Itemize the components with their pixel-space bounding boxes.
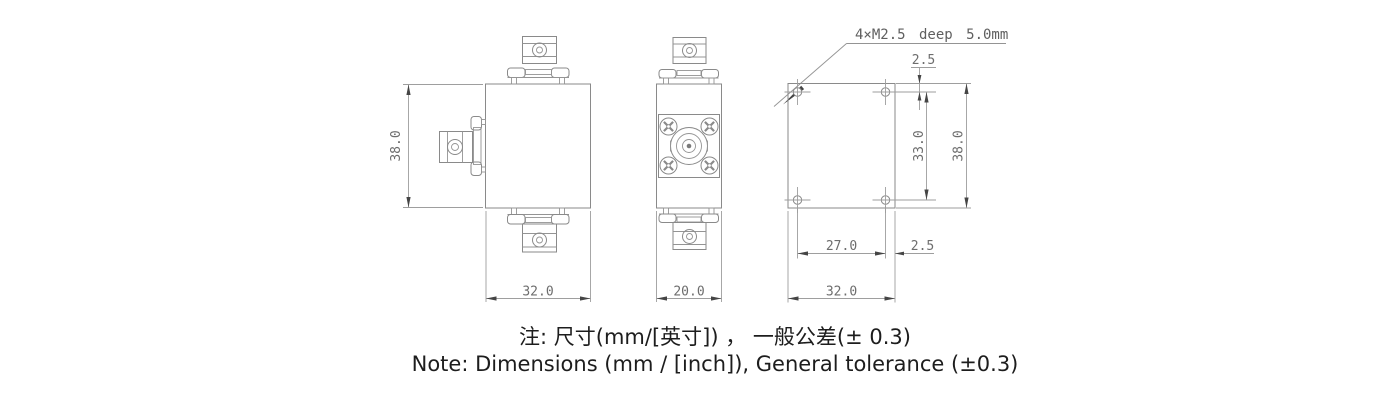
connector-face — [670, 127, 708, 165]
note-line-zh: 注: 尺寸(mm/[英寸]) ， 一般公差(± 0.3) — [519, 325, 911, 349]
side-bottom-connector — [658, 207, 719, 250]
hole-offset-right-dimension: 2.5 — [894, 211, 934, 259]
side-width-dimension: 20.0 — [656, 211, 722, 302]
note-line-en: Note: Dimensions (mm / [inch]), General … — [411, 352, 1019, 376]
front-height-dimension: 38.0 — [389, 84, 483, 208]
front-body — [485, 83, 591, 209]
hole-pitch-vertical-dimension: 33.0 — [891, 92, 936, 201]
flange-screw — [659, 117, 678, 136]
front-view: 38.0 32.0 — [389, 36, 591, 302]
front-width-label: 32.0 — [522, 285, 553, 300]
side-body — [656, 83, 722, 209]
flange-plate — [658, 114, 720, 178]
bottom-width-label: 32.0 — [826, 285, 857, 300]
side-top-connector — [658, 37, 719, 85]
hole-offset-right-label: 2.5 — [911, 239, 934, 254]
front-left-connector — [439, 116, 486, 176]
side-width-label: 20.0 — [673, 285, 704, 300]
tolerance-notes: 注: 尺寸(mm/[英寸]) ， 一般公差(± 0.3) Note: Dimen… — [315, 324, 1115, 378]
leader-line — [773, 43, 847, 107]
bottom-height-label: 38.0 — [952, 130, 967, 161]
flange-screw — [659, 156, 678, 175]
hole-pitch-horizontal-label: 27.0 — [826, 239, 857, 254]
coupling-nut — [532, 42, 547, 58]
flange-screw — [700, 156, 719, 175]
coupling-nut — [447, 139, 463, 155]
coupling-nut — [532, 232, 547, 248]
coupling-nut — [682, 43, 697, 58]
flange-screw — [700, 117, 719, 136]
coupling-nut — [682, 229, 697, 244]
front-bottom-connector — [507, 207, 570, 253]
flange-connector — [658, 114, 720, 178]
hole-offset-top-dimension: 2.5 — [891, 53, 971, 110]
bottom-view: 4×M2.5 deep 5.0mm — [773, 27, 1008, 303]
hole-pitch-vertical-label: 33.0 — [912, 130, 927, 161]
bottom-height-dimension: 38.0 — [896, 83, 971, 209]
side-view: 20.0 — [656, 37, 722, 302]
bottom-width-dimension: 32.0 — [787, 211, 896, 303]
front-height-label: 38.0 — [389, 130, 404, 161]
front-width-dimension: 32.0 — [485, 211, 591, 302]
thread-callout-label: 4×M2.5 deep 5.0mm — [855, 27, 1008, 43]
hole-offset-top-label: 2.5 — [912, 53, 935, 68]
thread-callout: 4×M2.5 deep 5.0mm — [773, 27, 1008, 107]
hole-pitch-horizontal-dimension: 27.0 — [797, 206, 886, 259]
front-top-connector — [507, 36, 570, 85]
bottom-body-outline — [787, 83, 896, 209]
mounting-hole — [784, 79, 811, 105]
